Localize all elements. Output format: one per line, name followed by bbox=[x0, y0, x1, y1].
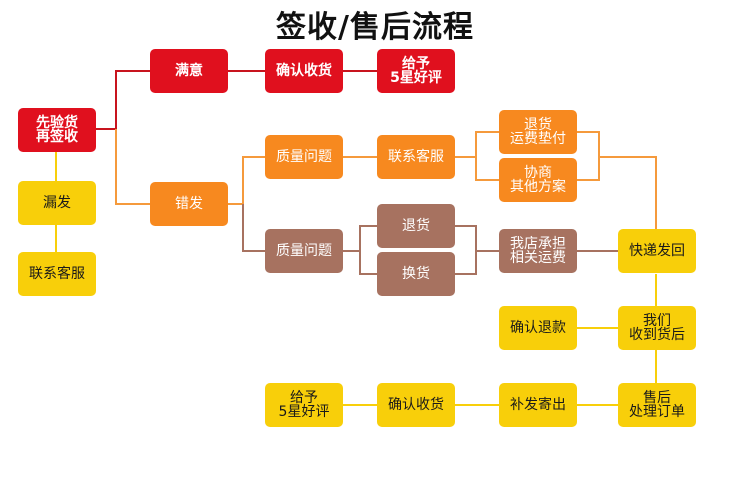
node-return-goods: 退货 bbox=[377, 204, 455, 248]
node-contact-cs-orange: 联系客服 bbox=[377, 135, 455, 179]
connector-merge-express bbox=[599, 156, 657, 231]
connector-inspect-wrong bbox=[115, 129, 150, 205]
connector-split-returngoods bbox=[359, 225, 377, 251]
connector-returngoods-merge bbox=[455, 225, 477, 251]
node-label: 漏发 bbox=[43, 195, 71, 211]
node-label: 确认收货 bbox=[276, 63, 332, 79]
node-label: 我们 收到货后 bbox=[629, 313, 685, 343]
node-label: 联系客服 bbox=[29, 266, 85, 282]
node-we-received: 我们 收到货后 bbox=[618, 306, 696, 350]
node-give-5-star-bottom: 给予 5星好评 bbox=[265, 383, 343, 427]
node-satisfied: 满意 bbox=[150, 49, 228, 93]
node-after-sales-process: 售后 处理订单 bbox=[618, 383, 696, 427]
node-missing-shipment: 漏发 bbox=[18, 181, 96, 225]
node-reship: 补发寄出 bbox=[499, 383, 577, 427]
connector-wrong-quality-orange bbox=[242, 156, 265, 204]
node-confirm-receipt-top: 确认收货 bbox=[265, 49, 343, 93]
connector-split-exchange bbox=[359, 251, 377, 275]
page-title: 签收/售后流程 bbox=[276, 10, 474, 45]
node-label: 联系客服 bbox=[388, 149, 444, 165]
node-label: 协商 其他方案 bbox=[510, 165, 566, 195]
node-label: 换货 bbox=[402, 266, 430, 282]
node-label: 给予 5星好评 bbox=[278, 390, 330, 420]
node-label: 给予 5星好评 bbox=[390, 56, 442, 86]
node-label: 满意 bbox=[175, 63, 203, 79]
connector-negotiate-merge bbox=[577, 157, 600, 181]
connector-return-merge bbox=[577, 131, 600, 157]
node-label: 错发 bbox=[175, 196, 203, 212]
connector-split-negotiate bbox=[475, 157, 499, 181]
node-label: 补发寄出 bbox=[510, 397, 566, 413]
connector-wrong-quality-brown bbox=[242, 204, 265, 252]
node-return-shipping-prepaid: 退货 运费垫付 bbox=[499, 110, 577, 154]
node-confirm-receipt-bottom: 确认收货 bbox=[377, 383, 455, 427]
connector-inspect-satisfied bbox=[96, 70, 150, 130]
node-label: 我店承担 相关运费 bbox=[510, 236, 566, 266]
node-give-5-star-top: 给予 5星好评 bbox=[377, 49, 455, 93]
node-express-return: 快递发回 bbox=[618, 229, 696, 273]
node-label: 质量问题 bbox=[276, 149, 332, 165]
node-label: 退货 bbox=[402, 218, 430, 234]
node-label: 确认退款 bbox=[510, 320, 566, 336]
node-wrong-shipment: 错发 bbox=[150, 182, 228, 226]
connector-split-return bbox=[475, 131, 499, 157]
node-exchange-goods: 换货 bbox=[377, 252, 455, 296]
node-inspect-then-sign: 先验货 再签收 bbox=[18, 108, 96, 152]
node-label: 快递发回 bbox=[629, 243, 685, 259]
node-store-bears-shipping: 我店承担 相关运费 bbox=[499, 229, 577, 273]
node-contact-cs-left: 联系客服 bbox=[18, 252, 96, 296]
node-label: 先验货 再签收 bbox=[36, 115, 78, 145]
node-label: 退货 运费垫付 bbox=[510, 117, 566, 147]
node-label: 确认收货 bbox=[388, 397, 444, 413]
node-quality-issue-brown: 质量问题 bbox=[265, 229, 343, 273]
node-quality-issue-orange: 质量问题 bbox=[265, 135, 343, 179]
node-label: 质量问题 bbox=[276, 243, 332, 259]
connector-exchange-merge bbox=[455, 251, 477, 275]
node-negotiate-other-plan: 协商 其他方案 bbox=[499, 158, 577, 202]
node-label: 售后 处理订单 bbox=[629, 390, 685, 420]
node-confirm-refund: 确认退款 bbox=[499, 306, 577, 350]
